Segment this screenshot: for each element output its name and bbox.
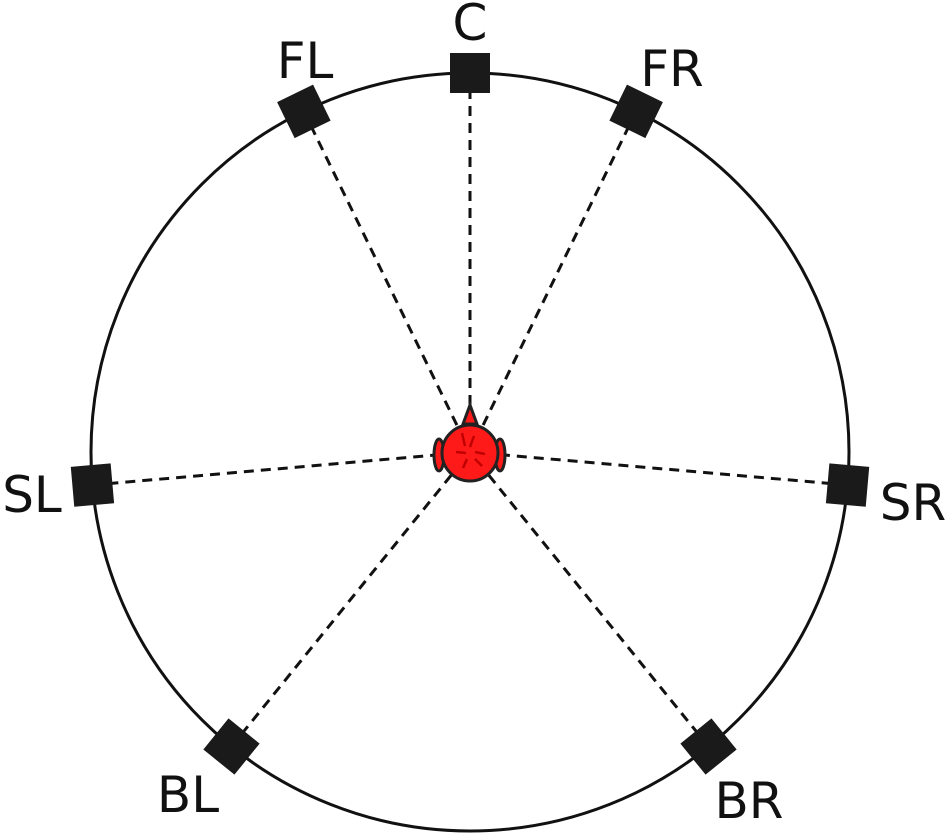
speaker-sl — [70, 463, 115, 507]
speaker-line-br — [487, 474, 710, 748]
listener-head — [432, 400, 507, 483]
speaker-br — [680, 718, 737, 775]
speaker-fl — [277, 84, 331, 139]
speaker-c — [450, 53, 490, 93]
speaker-label-sr: SR — [880, 474, 946, 532]
speaker-line-sr — [499, 453, 848, 487]
speaker-label-fl: FL — [277, 32, 334, 90]
speaker-line-sl — [92, 453, 441, 487]
speaker-label-c: C — [453, 0, 488, 52]
speaker-label-bl: BL — [157, 766, 219, 824]
speaker-label-fr: FR — [640, 40, 704, 98]
listener-nose — [460, 400, 480, 426]
speaker-line-fl — [302, 110, 459, 426]
speaker-line-bl — [230, 474, 453, 748]
speaker-sr — [825, 463, 870, 507]
head-circle — [440, 423, 500, 483]
speaker-fr — [609, 84, 663, 139]
speaker-label-sl: SL — [2, 466, 62, 524]
speaker-label-br: BR — [714, 772, 783, 830]
speaker-bl — [203, 718, 260, 775]
speaker-line-fr — [481, 110, 638, 426]
